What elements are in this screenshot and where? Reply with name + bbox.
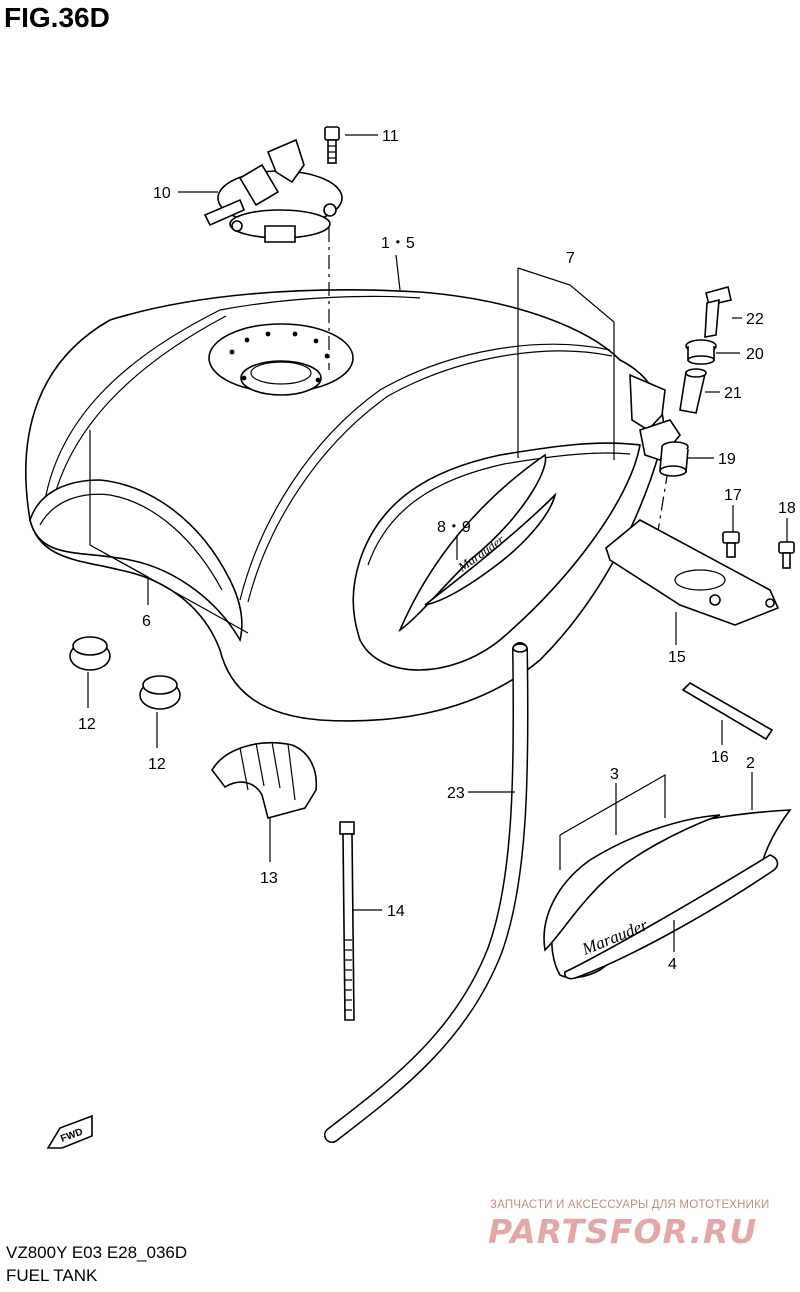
emblem-3[interactable] <box>543 814 721 952</box>
model-code: VZ800Y E03 E28_036D <box>6 1243 188 1262</box>
label-4: 4 <box>668 956 677 973</box>
strip-16[interactable] <box>681 682 774 741</box>
label-6: 6 <box>142 613 151 630</box>
bolt-22[interactable] <box>704 286 732 338</box>
fuel-cap[interactable] <box>203 138 343 243</box>
bolt-18[interactable] <box>778 541 795 569</box>
plug-12b[interactable] <box>139 675 181 710</box>
bolt-17[interactable] <box>722 531 740 558</box>
label-20: 20 <box>746 346 764 363</box>
label-13: 13 <box>260 870 278 887</box>
label-2: 2 <box>746 755 755 772</box>
label-3: 3 <box>610 766 619 783</box>
cable-tie-14[interactable] <box>339 821 355 1021</box>
watermark-caption: ЗАПЧАСТИ И АКСЕССУАРЫ ДЛЯ МОТОТЕХНИКИ <box>490 1199 770 1211</box>
label-16: 16 <box>711 749 729 766</box>
bolt-11[interactable] <box>324 126 340 164</box>
label-7: 7 <box>566 250 575 267</box>
fuel-tank[interactable]: Marauder <box>25 289 681 722</box>
cushion-20[interactable] <box>685 339 717 365</box>
cushion-13[interactable] <box>211 741 318 819</box>
label-21: 21 <box>724 385 742 402</box>
label-22: 22 <box>746 311 764 328</box>
plug-12a[interactable] <box>69 636 111 671</box>
label-19: 19 <box>718 451 736 468</box>
bracket-15[interactable] <box>605 519 780 626</box>
label-18: 18 <box>778 500 796 517</box>
hose-23[interactable] <box>324 642 529 1143</box>
label-15: 15 <box>668 649 686 666</box>
part-labels: 11 10 1・5 7 22 20 21 19 17 18 8・9 6 15 1… <box>78 128 796 973</box>
label-11: 11 <box>382 128 399 145</box>
figure-title: FIG.36D <box>4 2 110 33</box>
label-17: 17 <box>724 487 742 504</box>
label-10: 10 <box>153 185 171 202</box>
cushion-19[interactable] <box>659 441 689 477</box>
label-1-5: 1・5 <box>381 235 415 252</box>
fwd-arrow-tag: FWD <box>46 1114 93 1149</box>
leader-lines <box>87 134 788 952</box>
watermark-logo: PARTSFOR.RU <box>488 1212 758 1251</box>
section-name: FUEL TANK <box>6 1266 98 1285</box>
label-12b: 12 <box>148 756 166 773</box>
label-14: 14 <box>387 903 405 920</box>
label-23: 23 <box>447 785 465 802</box>
label-12a: 12 <box>78 716 96 733</box>
spacer-21[interactable] <box>679 368 707 414</box>
label-8-9: 8・9 <box>437 519 471 536</box>
